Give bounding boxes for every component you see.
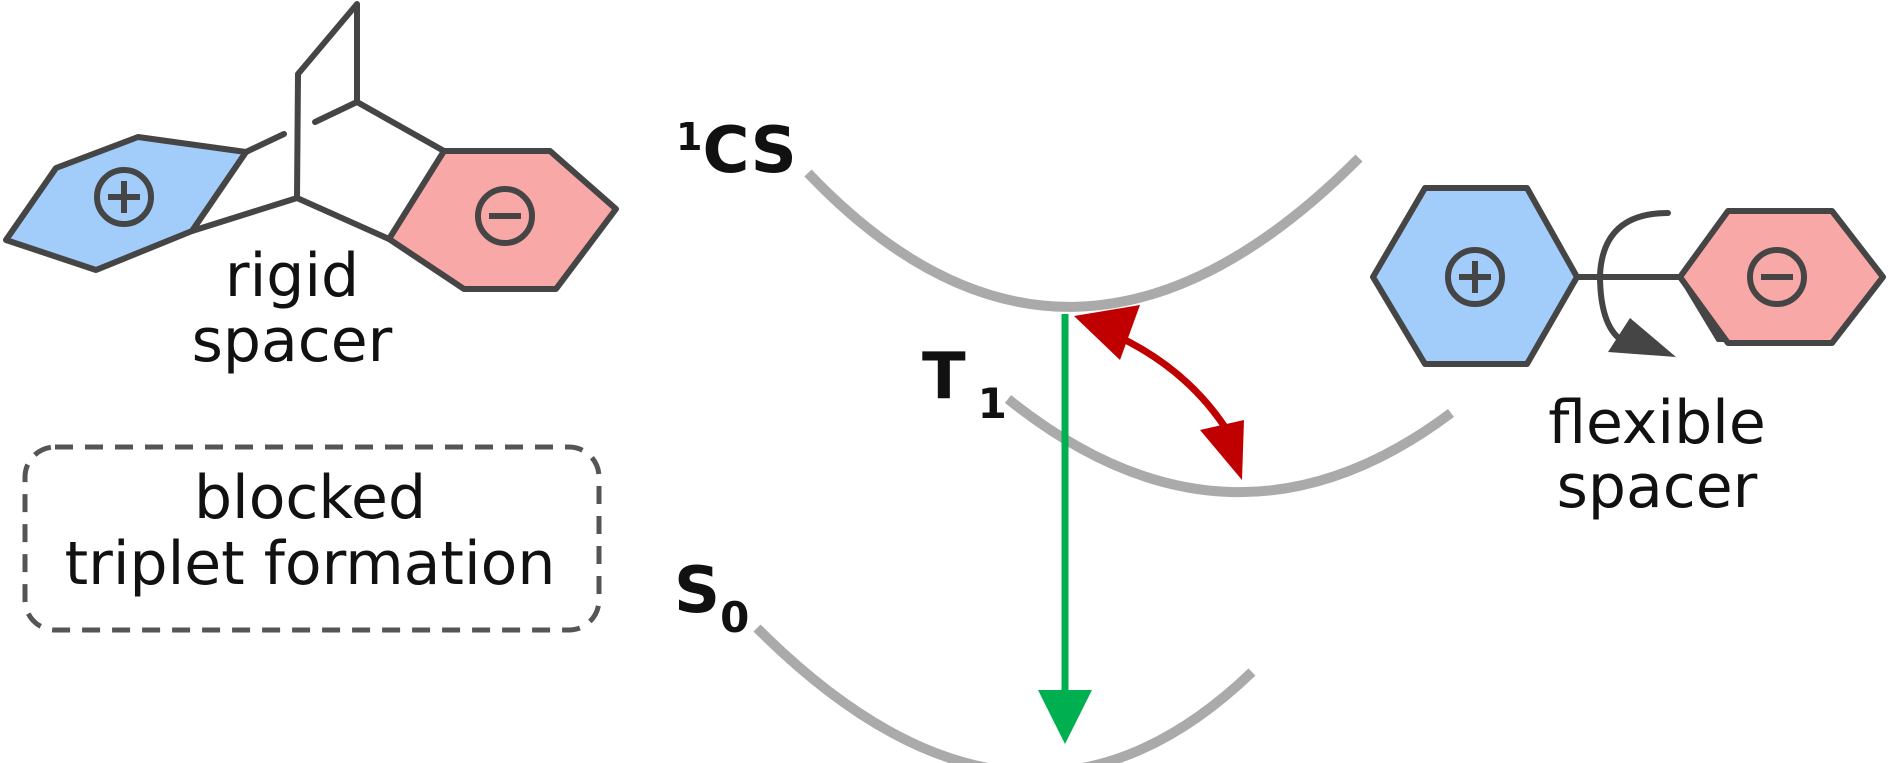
- cs-curve: [804, 154, 1363, 312]
- t1-text: T: [922, 340, 966, 414]
- cs-state-label: 1CS: [676, 114, 797, 188]
- cs-superscript: 1: [676, 115, 702, 159]
- plus-circle-icon: [94, 167, 154, 227]
- isc-double-arrow: [1074, 305, 1244, 480]
- bridge-bond: [189, 195, 392, 242]
- s0-text: S: [674, 554, 720, 628]
- s0-state-label: S0: [674, 554, 749, 642]
- s0-subscript: 0: [720, 593, 749, 642]
- rotation-arrow-icon: [1596, 210, 1676, 357]
- acceptor-ring: [386, 148, 619, 292]
- rigid-spacer-molecule: [3, 1, 619, 292]
- t1-curve: [1004, 395, 1454, 498]
- rigid-spacer-label-line2: spacer: [192, 306, 393, 376]
- blocked-label-line1: blocked: [194, 463, 426, 533]
- minus-circle-icon: [475, 186, 535, 246]
- rigid-spacer-label-line1: rigid: [225, 241, 359, 311]
- s0-curve: [753, 624, 1256, 763]
- flexible-spacer-label-line1: flexible: [1548, 388, 1766, 458]
- bridge-bond: [294, 1, 447, 201]
- t1-subscript: 1: [978, 379, 1007, 428]
- bridge-bond: [243, 131, 287, 155]
- flexible-spacer-molecule: [1370, 185, 1886, 367]
- flexible-spacer-label-line2: spacer: [1557, 452, 1758, 522]
- minus-circle-icon: [1747, 247, 1807, 307]
- blocked-triplet-box: [22, 444, 602, 633]
- recombination-arrow: [1038, 314, 1092, 744]
- plus-circle-icon: [1445, 247, 1505, 307]
- cs-text: CS: [702, 114, 796, 188]
- blocked-label-line2: triplet formation: [65, 529, 556, 599]
- bridge-bond: [312, 99, 360, 125]
